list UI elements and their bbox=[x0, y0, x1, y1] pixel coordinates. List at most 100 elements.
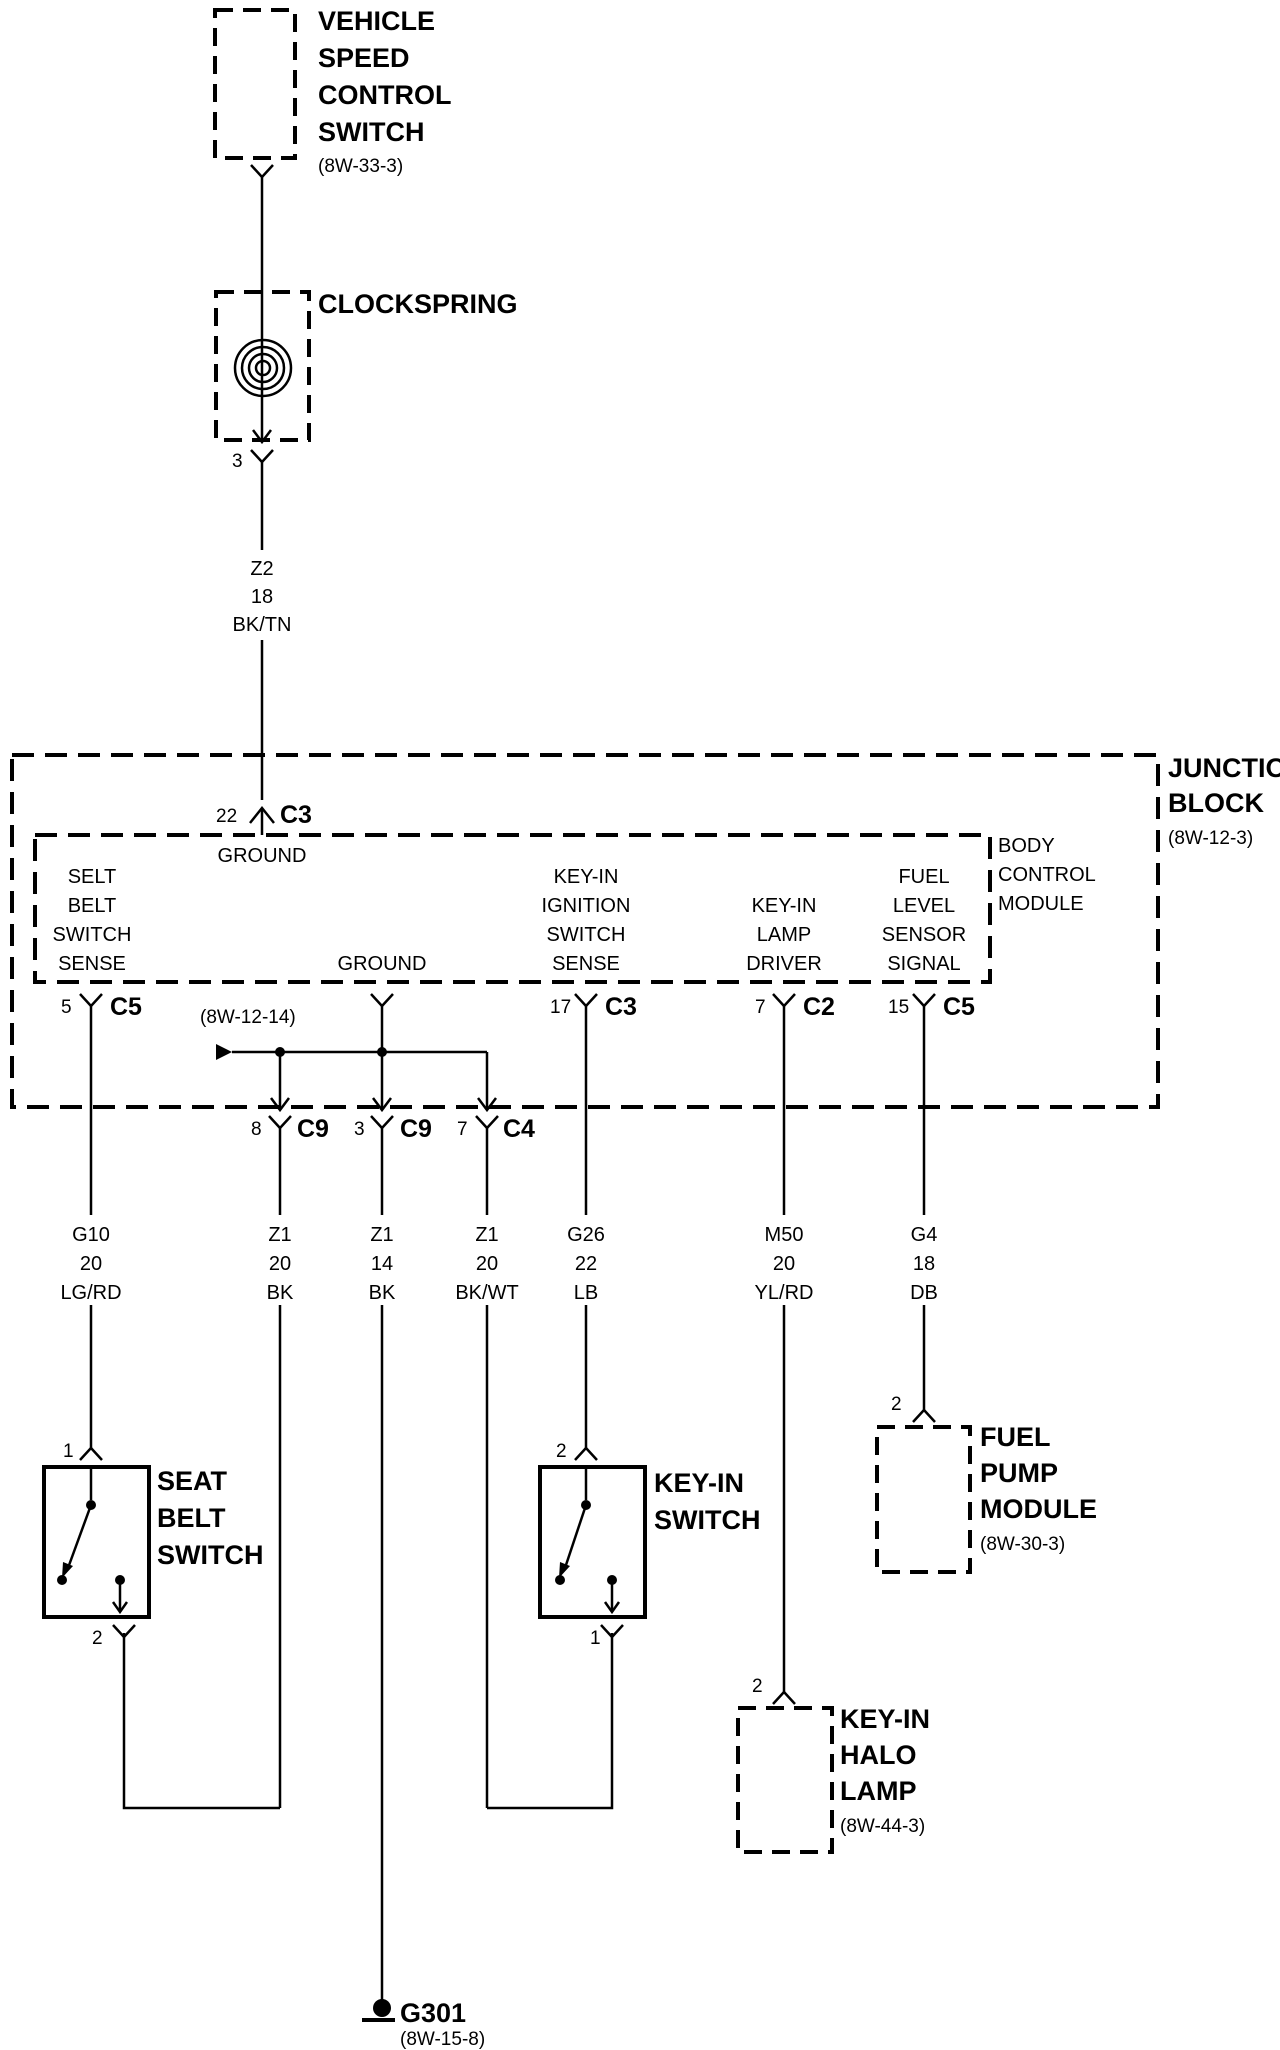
ground-c9b-connector-icon bbox=[370, 1115, 394, 1130]
ground-c4-connector-id: C4 bbox=[503, 1115, 535, 1143]
clockspring-out-connector-icon bbox=[250, 449, 274, 464]
lamp-driver-connector-id: C2 bbox=[803, 993, 835, 1021]
speed-switch-connector-icon bbox=[250, 164, 274, 179]
switch-blade-icon bbox=[563, 1504, 588, 1569]
fuel-signal-connector-icon bbox=[912, 993, 936, 1008]
fuel-signal-pin: 15 bbox=[888, 997, 909, 1018]
bcm-fuel-signal-2: LEVEL bbox=[893, 895, 955, 917]
switch-blade-icon bbox=[66, 1504, 93, 1569]
wire-seat-belt-return bbox=[122, 1633, 280, 1810]
wire-label-z1-a: Z1 20 BK bbox=[255, 1215, 305, 1305]
key-in-switch: 2 KEY-IN SWITCH 1 bbox=[538, 1441, 760, 1649]
jb-ground-connectors: 8 C9 3 C9 7 C4 bbox=[251, 1115, 535, 1143]
clockspring: CLOCKSPRING bbox=[214, 289, 518, 445]
speed-switch-label-3: CONTROL bbox=[318, 80, 451, 110]
fuel-signal-connector-id: C5 bbox=[943, 993, 975, 1021]
seat-belt-switch-box bbox=[42, 1465, 151, 1619]
splice-node-icon bbox=[275, 1047, 285, 1057]
wire-z1c-gauge: 20 bbox=[476, 1253, 498, 1275]
bcm-ignition-sense-3: SWITCH bbox=[547, 924, 626, 946]
fuel-pump-ref: (8W-30-3) bbox=[980, 1534, 1065, 1555]
wire-key-in-return bbox=[487, 1633, 614, 1810]
seat-belt-sense-connector-id: C5 bbox=[110, 993, 142, 1021]
wire-g10-gauge: 20 bbox=[80, 1253, 102, 1275]
speed-switch-ref: (8W-33-3) bbox=[318, 156, 403, 177]
wire-g10-circuit: G10 bbox=[72, 1224, 110, 1246]
ground-c4-connector-icon bbox=[475, 1115, 499, 1130]
seat-belt-sense-pin: 5 bbox=[61, 997, 72, 1018]
seat-belt-switch-label-3: SWITCH bbox=[157, 1540, 263, 1570]
wire-g26-circuit: G26 bbox=[567, 1224, 605, 1246]
splice-arrow-icon bbox=[477, 1097, 497, 1113]
wire-g10-color: LG/RD bbox=[60, 1282, 121, 1304]
fuel-pump-label-3: MODULE bbox=[980, 1494, 1097, 1524]
ground-c9a-connector-id: C9 bbox=[297, 1115, 329, 1143]
key-in-sw-out-pin: 1 bbox=[590, 1628, 601, 1649]
wire-m50-circuit: M50 bbox=[765, 1224, 804, 1246]
key-in-halo-lamp: 2 KEY-IN HALO LAMP (8W-44-3) bbox=[736, 1676, 930, 1854]
seat-belt-sw-in-connector-icon bbox=[79, 1446, 103, 1461]
wire-label-g26: G26 22 LB bbox=[556, 1215, 616, 1305]
ignition-sense-pin: 17 bbox=[550, 997, 571, 1018]
wire-z1a-color: BK bbox=[267, 1282, 294, 1304]
ignition-sense-connector-id: C3 bbox=[605, 993, 637, 1021]
bcm-box bbox=[33, 833, 992, 984]
bcm-fuel-signal-4: SIGNAL bbox=[887, 953, 960, 975]
vehicle-speed-control-switch: VEHICLE SPEED CONTROL SWITCH (8W-33-3) bbox=[213, 6, 451, 179]
wire-label-z1-c: Z1 20 BK/WT bbox=[452, 1215, 522, 1305]
bcm-label-2: CONTROL bbox=[998, 864, 1096, 886]
key-in-switch-box bbox=[538, 1465, 647, 1619]
wire-label-g4: G4 18 DB bbox=[899, 1215, 949, 1305]
bcm-seat-belt-sense-4: SENSE bbox=[58, 953, 126, 975]
splice-ref: (8W-12-14) bbox=[200, 1007, 296, 1028]
ground-g301-ref: (8W-15-8) bbox=[400, 2029, 485, 2050]
seat-belt-sw-out-connector-icon bbox=[112, 1624, 136, 1639]
ground-point-icon bbox=[373, 1999, 391, 2017]
junction-block-ref: (8W-12-3) bbox=[1168, 828, 1253, 849]
halo-lamp-ref: (8W-44-3) bbox=[840, 1816, 925, 1837]
wire-z1c-circuit: Z1 bbox=[475, 1224, 498, 1246]
fuel-pump-label-1: FUEL bbox=[980, 1422, 1051, 1452]
halo-lamp-in-pin: 2 bbox=[752, 1676, 763, 1697]
lamp-driver-pin: 7 bbox=[755, 997, 766, 1018]
wire-label-g10: G10 20 LG/RD bbox=[60, 1215, 124, 1305]
speed-switch-label-2: SPEED bbox=[318, 43, 410, 73]
switch-contact-icon bbox=[555, 1575, 565, 1585]
body-control-module: BODY CONTROL MODULE GROUND SELT BELT SWI… bbox=[33, 833, 1096, 984]
wire-m50-color: YL/RD bbox=[755, 1282, 814, 1304]
seat-belt-sw-out-pin: 2 bbox=[92, 1628, 103, 1649]
seat-belt-switch: 1 SEAT BELT SWITCH 2 bbox=[42, 1441, 263, 1649]
wire-g26-color: LB bbox=[574, 1282, 598, 1304]
seat-belt-switch-label-2: BELT bbox=[157, 1503, 226, 1533]
seat-belt-sw-in-pin: 1 bbox=[63, 1441, 74, 1462]
splice-arrow-icon bbox=[372, 1097, 392, 1113]
halo-lamp-label-2: HALO bbox=[840, 1740, 917, 1770]
bcm-ignition-sense-4: SENSE bbox=[552, 953, 620, 975]
wire-m50-gauge: 20 bbox=[773, 1253, 795, 1275]
junction-block-box bbox=[10, 753, 1160, 1109]
wire-g4-gauge: 18 bbox=[913, 1253, 935, 1275]
bcm-seat-belt-sense-2: BELT bbox=[68, 895, 117, 917]
wire-g4-circuit: G4 bbox=[911, 1224, 938, 1246]
wire-label-m50: M50 20 YL/RD bbox=[749, 1215, 819, 1305]
halo-lamp-connector-icon bbox=[772, 1690, 796, 1705]
ground-g301-label: G301 bbox=[400, 1998, 466, 2028]
wire-z1a-gauge: 20 bbox=[269, 1253, 291, 1275]
fuel-pump-connector-icon bbox=[912, 1408, 936, 1423]
splice-arrow-icon bbox=[270, 1097, 290, 1113]
switch-contact-icon bbox=[57, 1575, 67, 1585]
bcm-ignition-sense-2: IGNITION bbox=[542, 895, 631, 917]
bcm-label-3: MODULE bbox=[998, 893, 1084, 915]
wire-z1b-gauge: 14 bbox=[371, 1253, 393, 1275]
switch-arrow-icon bbox=[559, 1562, 570, 1578]
bcm-output-connectors: 5 C5 17 C3 7 C2 15 C5 bbox=[61, 993, 975, 1021]
wire-z2-gauge: 18 bbox=[251, 586, 273, 608]
clockspring-arrow-icon bbox=[252, 429, 272, 445]
speed-switch-label-4: SWITCH bbox=[318, 117, 424, 147]
coil-icon bbox=[233, 338, 293, 398]
lamp-driver-connector-icon bbox=[772, 993, 796, 1008]
bcm-ground-connector-icon bbox=[370, 993, 394, 1008]
bcm-ignition-sense-1: KEY-IN bbox=[554, 866, 619, 888]
ground-g301: G301 (8W-15-8) bbox=[362, 1998, 485, 2050]
